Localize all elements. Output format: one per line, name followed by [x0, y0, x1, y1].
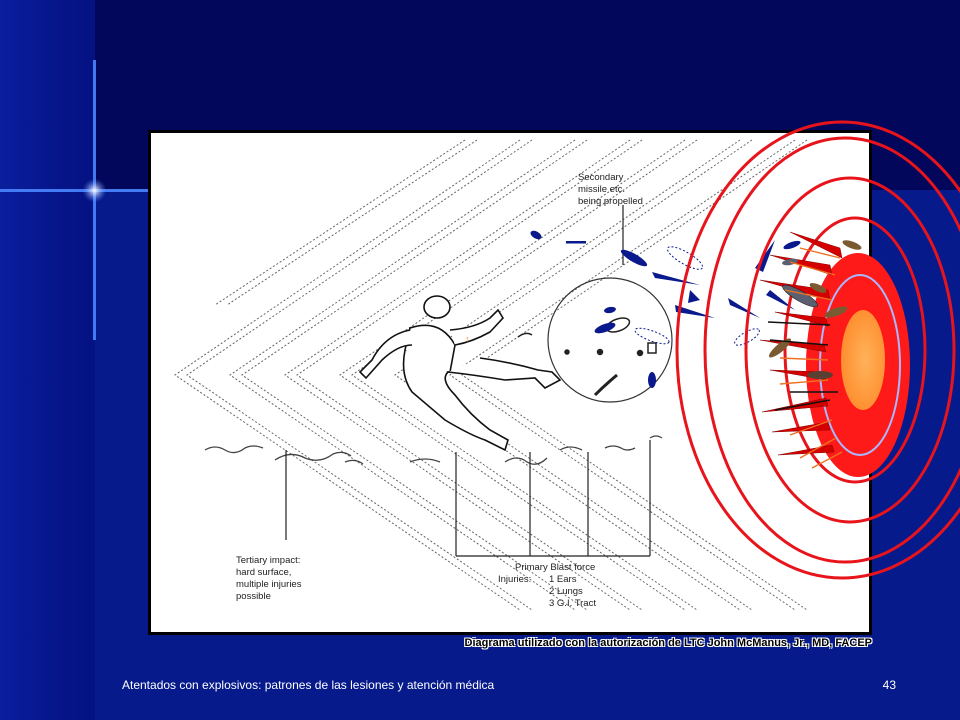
tertiary-label-line2: hard surface, — [236, 567, 291, 578]
shrapnel-arrows — [767, 247, 843, 469]
secondary-label-line2: missile etc. — [578, 184, 625, 195]
injury-item-lungs: 2 Lungs — [549, 586, 583, 597]
blast-core — [806, 253, 910, 477]
ground-debris-scribbles — [204, 435, 663, 465]
footer-title: Atentados con explosivos: patrones de la… — [122, 678, 495, 692]
secondary-label: Secondary missile etc. being propelled — [578, 172, 643, 207]
primary-blast-bracket — [285, 205, 651, 557]
orange-mark: ↑ — [465, 334, 470, 344]
secondary-label-line3: being propelled — [578, 196, 643, 207]
blue-debris-particles — [530, 230, 801, 388]
secondary-label-line1: Secondary — [578, 172, 624, 183]
diagram-caption: Diagrama utilizado con la autorización d… — [464, 637, 872, 649]
tertiary-label-line1: Tertiary impact: — [236, 555, 300, 566]
tertiary-label: Tertiary impact: hard surface, multiple … — [236, 555, 302, 602]
diagram-frame — [148, 130, 872, 635]
injuries-label: Injuries: — [498, 574, 531, 585]
blast-wave-rings — [675, 120, 960, 580]
secondary-debris — [517, 317, 657, 397]
tertiary-label-line4: possible — [236, 591, 271, 602]
debris-trails — [634, 246, 760, 346]
injury-item-ears: 1 Ears — [549, 574, 577, 585]
background-left-panel — [0, 0, 95, 720]
primary-label: Primary Blast force Injuries: 1 Ears 2 L… — [498, 562, 596, 609]
injury-item-gi-tract: 3 G.I. Tract — [549, 598, 596, 609]
person-figure — [358, 295, 562, 452]
secondary-missile-circle — [547, 277, 673, 403]
tertiary-label-line3: multiple injuries — [236, 579, 302, 590]
blast-fragments — [768, 240, 862, 379]
page-number: 43 — [882, 678, 896, 692]
primary-blast-label: Primary Blast force — [515, 562, 595, 573]
